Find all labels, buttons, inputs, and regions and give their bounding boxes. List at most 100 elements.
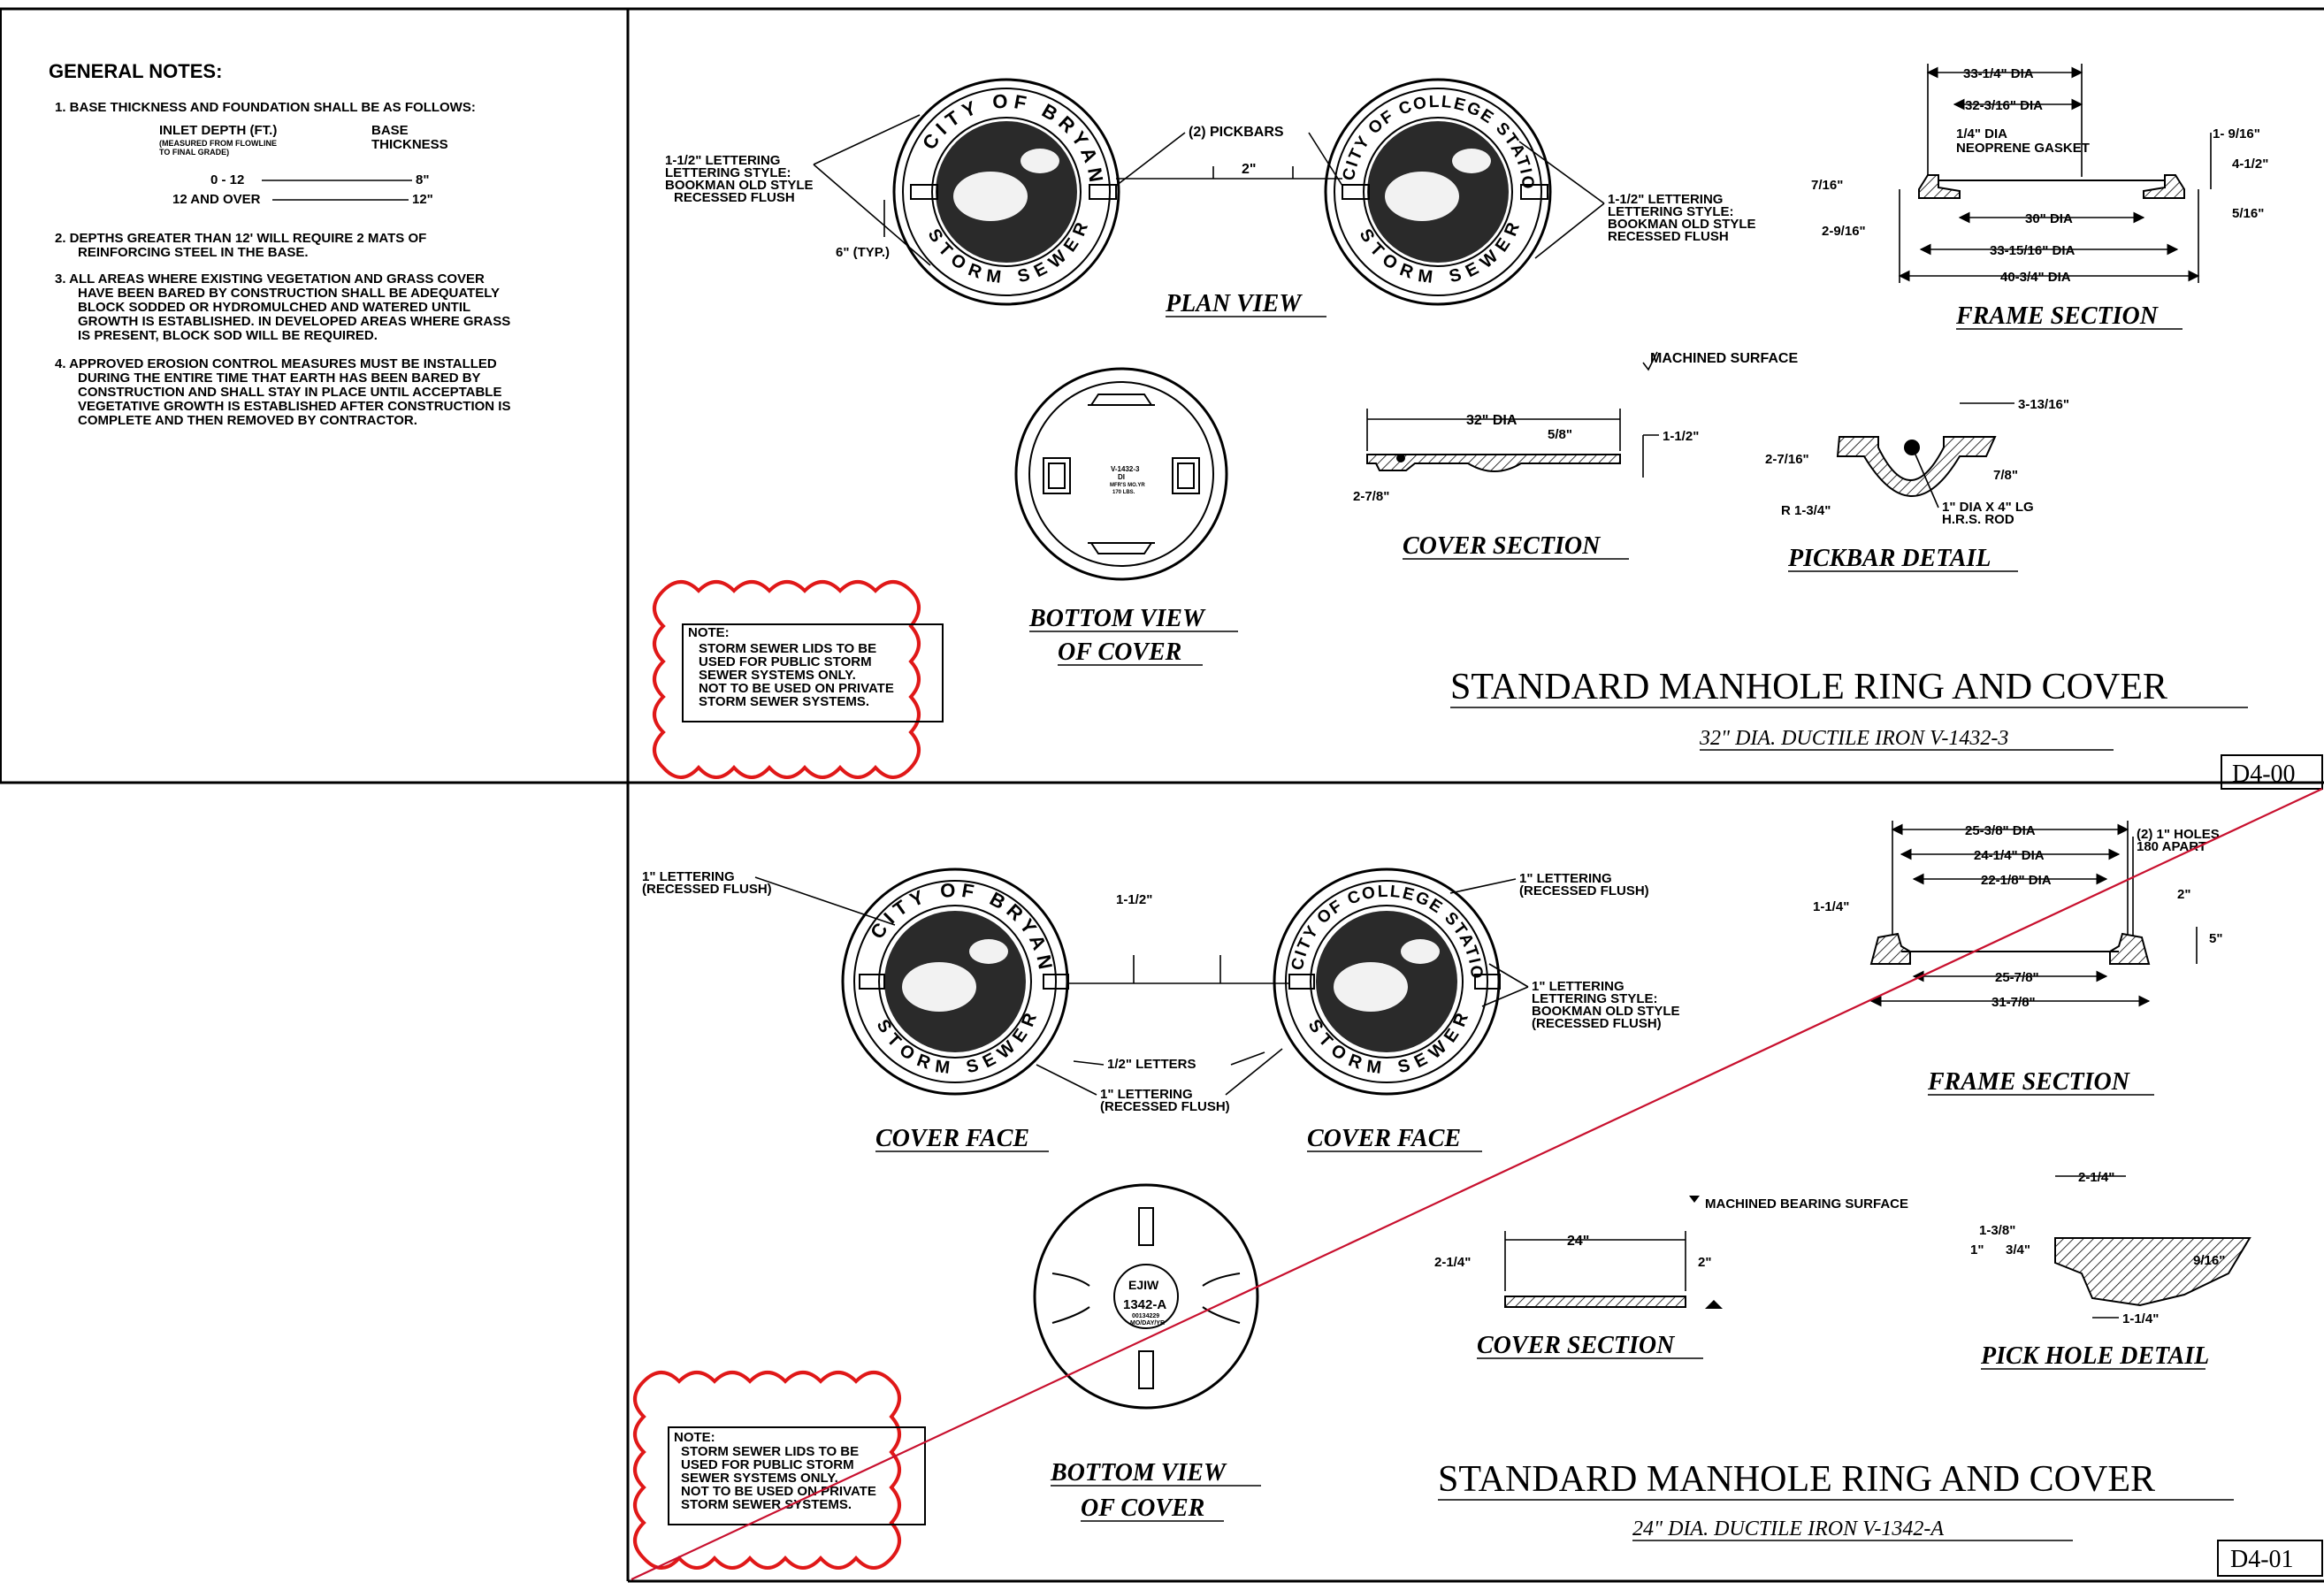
svg-text:(RECESSED FLUSH): (RECESSED FLUSH) bbox=[1100, 1099, 1230, 1114]
svg-text:SEWER SYSTEMS ONLY.: SEWER SYSTEMS ONLY. bbox=[699, 668, 856, 683]
svg-text:(2) PICKBARS: (2) PICKBARS bbox=[1189, 125, 1284, 140]
view-bottom-label-1: BOTTOM VIEW bbox=[1028, 605, 1206, 632]
svg-text:NOTE:: NOTE: bbox=[688, 625, 730, 640]
svg-text:31-7/8": 31-7/8" bbox=[1991, 995, 2036, 1010]
note-box-d4-00: NOTE: STORM SEWER LIDS TO BE USED FOR PU… bbox=[653, 580, 944, 779]
svg-text:1-1/4": 1-1/4" bbox=[2122, 1311, 2159, 1326]
subtitle-d4-00: 32" DIA. DUCTILE IRON V-1432-3 bbox=[1699, 727, 2008, 750]
svg-text:2-9/16": 2-9/16" bbox=[1822, 224, 1866, 239]
svg-text:1-1/2" LETTERING: 1-1/2" LETTERING bbox=[1608, 192, 1723, 207]
machined-bearing-label: MACHINED BEARING SURFACE bbox=[1705, 1196, 1908, 1212]
svg-text:3/4": 3/4" bbox=[2006, 1242, 2030, 1257]
svg-text:1" LETTERING: 1" LETTERING bbox=[642, 869, 735, 884]
row-thk-2: 12" bbox=[412, 192, 433, 207]
svg-text:2. DEPTHS GREATER THAN 12' WI: 2. DEPTHS GREATER THAN 12' WILL REQUIRE … bbox=[55, 231, 426, 246]
pickbars-callout: (2) PICKBARS bbox=[1115, 125, 1343, 187]
svg-text:24": 24" bbox=[1567, 1234, 1589, 1249]
view-frame-section-label: FRAME SECTION bbox=[1955, 302, 2160, 330]
svg-text:BOOKMAN OLD STYLE: BOOKMAN OLD STYLE bbox=[1532, 1004, 1680, 1019]
bottom-view-32: V-1432-3 DI MFR'S MO.YR 170 LBS. bbox=[1014, 367, 1228, 581]
svg-text:NOTE:: NOTE: bbox=[674, 1430, 715, 1445]
svg-text:1-1/4": 1-1/4" bbox=[1813, 899, 1849, 914]
svg-text:170 LBS.: 170 LBS. bbox=[1112, 490, 1135, 495]
svg-text:STORM SEWER SYSTEMS.: STORM SEWER SYSTEMS. bbox=[681, 1497, 852, 1512]
svg-text:00134229: 00134229 bbox=[1132, 1313, 1159, 1319]
svg-text:5/8": 5/8" bbox=[1548, 427, 1572, 442]
svg-text:BLOCK SODDED OR HYDROMULCHED A: BLOCK SODDED OR HYDROMULCHED AND WATERED… bbox=[78, 300, 470, 315]
col-inlet-sub2: TO FINAL GRADE) bbox=[159, 148, 229, 157]
view-bottom-label-2: OF COVER bbox=[1058, 638, 1181, 666]
svg-text:H.R.S. ROD: H.R.S. ROD bbox=[1942, 512, 2014, 527]
svg-text:RECESSED FLUSH: RECESSED FLUSH bbox=[1608, 229, 1729, 244]
svg-text:33-15/16" DIA: 33-15/16" DIA bbox=[1990, 243, 2075, 258]
title-d4-00: STANDARD MANHOLE RING AND COVER bbox=[1450, 667, 2167, 707]
svg-text:7/8": 7/8" bbox=[1993, 468, 2018, 483]
svg-text:5": 5" bbox=[2209, 931, 2222, 946]
note-4: 4. APPROVED EROSION CONTROL MEASURES MUS… bbox=[55, 356, 510, 428]
svg-text:NOT TO BE USED ON PRIVATE: NOT TO BE USED ON PRIVATE bbox=[699, 681, 894, 696]
note-box-d4-01: NOTE: STORM SEWER LIDS TO BE USED FOR PU… bbox=[633, 1371, 926, 1570]
frame-section-32: 33-1/4" DIA 32-3/16" DIA 1/4" DIA NEOPRE… bbox=[1811, 64, 2268, 285]
bottom-view-24: EJIW 1342-A 00134229 MO/DAY/YR bbox=[1033, 1183, 1259, 1410]
title-d4-01: STANDARD MANHOLE RING AND COVER bbox=[1438, 1459, 2155, 1500]
svg-text:1": 1" bbox=[1970, 1242, 1984, 1257]
view-cover-section-24-label: COVER SECTION bbox=[1477, 1332, 1676, 1359]
svg-text:4-1/2": 4-1/2" bbox=[2232, 157, 2268, 172]
svg-text:DI: DI bbox=[1118, 473, 1125, 481]
svg-text:40-3/4" DIA: 40-3/4" DIA bbox=[2000, 270, 2071, 285]
note-1: 1. BASE THICKNESS AND FOUNDATION SHALL B… bbox=[55, 100, 476, 115]
svg-text:32-3/16" DIA: 32-3/16" DIA bbox=[1965, 98, 2043, 113]
svg-text:1-1/2": 1-1/2" bbox=[1663, 429, 1699, 444]
svg-text:R 1-3/4": R 1-3/4" bbox=[1781, 503, 1831, 518]
svg-text:NEOPRENE GASKET: NEOPRENE GASKET bbox=[1956, 141, 2090, 156]
view-frame-section-24-label: FRAME SECTION bbox=[1927, 1068, 2131, 1096]
sheet-borders bbox=[0, 7, 2324, 1583]
svg-text:LETTERING STYLE:: LETTERING STYLE: bbox=[1608, 204, 1734, 219]
svg-text:REINFORCING STEEL IN THE BASE.: REINFORCING STEEL IN THE BASE. bbox=[78, 245, 309, 260]
note-2: 2. DEPTHS GREATER THAN 12' WILL REQUIRE … bbox=[55, 231, 426, 260]
svg-text:SEWER SYSTEMS ONLY.: SEWER SYSTEMS ONLY. bbox=[681, 1471, 838, 1486]
svg-text:1/2" LETTERS: 1/2" LETTERS bbox=[1107, 1057, 1196, 1072]
general-notes: GENERAL NOTES: 1. BASE THICKNESS AND FOU… bbox=[49, 60, 510, 428]
view-cover-face-2: COVER FACE bbox=[1307, 1125, 1461, 1152]
pick-hole-detail: 2-1/4" 1-3/8" 1" 3/4" 9/16" 1-1/4" bbox=[1970, 1170, 2251, 1326]
view-plan-label: PLAN VIEW bbox=[1165, 290, 1303, 317]
d401-callouts: 1" LETTERING (RECESSED FLUSH) 1" LETTERI… bbox=[642, 869, 1680, 1114]
svg-text:USED FOR PUBLIC STORM: USED FOR PUBLIC STORM bbox=[681, 1457, 854, 1472]
svg-text:EJIW: EJIW bbox=[1128, 1278, 1159, 1292]
svg-text:1" LETTERING: 1" LETTERING bbox=[1519, 871, 1612, 886]
notes-heading: GENERAL NOTES: bbox=[49, 60, 222, 82]
svg-text:1" LETTERING: 1" LETTERING bbox=[1100, 1087, 1193, 1102]
note-3: 3. ALL AREAS WHERE EXISTING VEGETATION A… bbox=[55, 271, 510, 343]
col-base: BASE bbox=[371, 123, 409, 138]
svg-text:USED FOR PUBLIC STORM: USED FOR PUBLIC STORM bbox=[699, 654, 872, 669]
svg-text:DURING THE ENTIRE TIME THAT EA: DURING THE ENTIRE TIME THAT EARTH HAS BE… bbox=[78, 371, 481, 386]
svg-text:LETTERING STYLE:: LETTERING STYLE: bbox=[665, 165, 791, 180]
svg-text:(RECESSED FLUSH): (RECESSED FLUSH) bbox=[1519, 883, 1649, 898]
svg-text:MFR'S MO.YR: MFR'S MO.YR bbox=[1110, 483, 1145, 488]
svg-text:33-1/4" DIA: 33-1/4" DIA bbox=[1963, 66, 2034, 81]
gap-dimension: 2" bbox=[1116, 162, 1342, 180]
svg-text:BOOKMAN OLD STYLE: BOOKMAN OLD STYLE bbox=[665, 178, 814, 193]
svg-text:2-7/8": 2-7/8" bbox=[1353, 489, 1389, 504]
svg-text:CONSTRUCTION AND SHALL STAY IN: CONSTRUCTION AND SHALL STAY IN PLACE UNT… bbox=[78, 385, 501, 400]
svg-text:3. ALL AREAS WHERE EXISTING V: 3. ALL AREAS WHERE EXISTING VEGETATION A… bbox=[55, 271, 485, 287]
svg-text:RECESSED FLUSH: RECESSED FLUSH bbox=[674, 190, 795, 205]
row-depth-2: 12 AND OVER bbox=[172, 192, 261, 207]
svg-text:2-1/4": 2-1/4" bbox=[2078, 1170, 2114, 1185]
svg-text:1-1/2": 1-1/2" bbox=[1116, 892, 1152, 907]
svg-text:2-7/16": 2-7/16" bbox=[1765, 452, 1809, 467]
lid-bryan-plan: CITY OF BRYAN STORM SEWER bbox=[892, 78, 1120, 306]
svg-text:22-1/8" DIA: 22-1/8" DIA bbox=[1981, 873, 2052, 888]
frame-section-24: 25-3/8" DIA 24-1/4" DIA 22-1/8" DIA (2) … bbox=[1813, 821, 2222, 1010]
sheet-id-d4-00: D4-00 bbox=[2232, 761, 2296, 788]
svg-text:25-7/8": 25-7/8" bbox=[1995, 970, 2039, 985]
svg-text:MO/DAY/YR: MO/DAY/YR bbox=[1130, 1320, 1165, 1326]
view-bottom-24-label-2: OF COVER bbox=[1081, 1494, 1204, 1522]
svg-text:IS PRESENT, BLOCK SOD WILL BE: IS PRESENT, BLOCK SOD WILL BE REQUIRED. bbox=[78, 328, 378, 343]
svg-text:BOOKMAN OLD STYLE: BOOKMAN OLD STYLE bbox=[1608, 217, 1756, 232]
svg-text:4. APPROVED EROSION CONTROL M: 4. APPROVED EROSION CONTROL MEASURES MUS… bbox=[55, 356, 497, 371]
col-inlet-sub1: (MEASURED FROM FLOWLINE bbox=[159, 139, 277, 148]
view-pickbar-detail-label: PICKBAR DETAIL bbox=[1787, 545, 1991, 572]
svg-text:VEGETATIVE GROWTH IS ESTABLISH: VEGETATIVE GROWTH IS ESTABLISHED AFTER C… bbox=[78, 399, 510, 414]
